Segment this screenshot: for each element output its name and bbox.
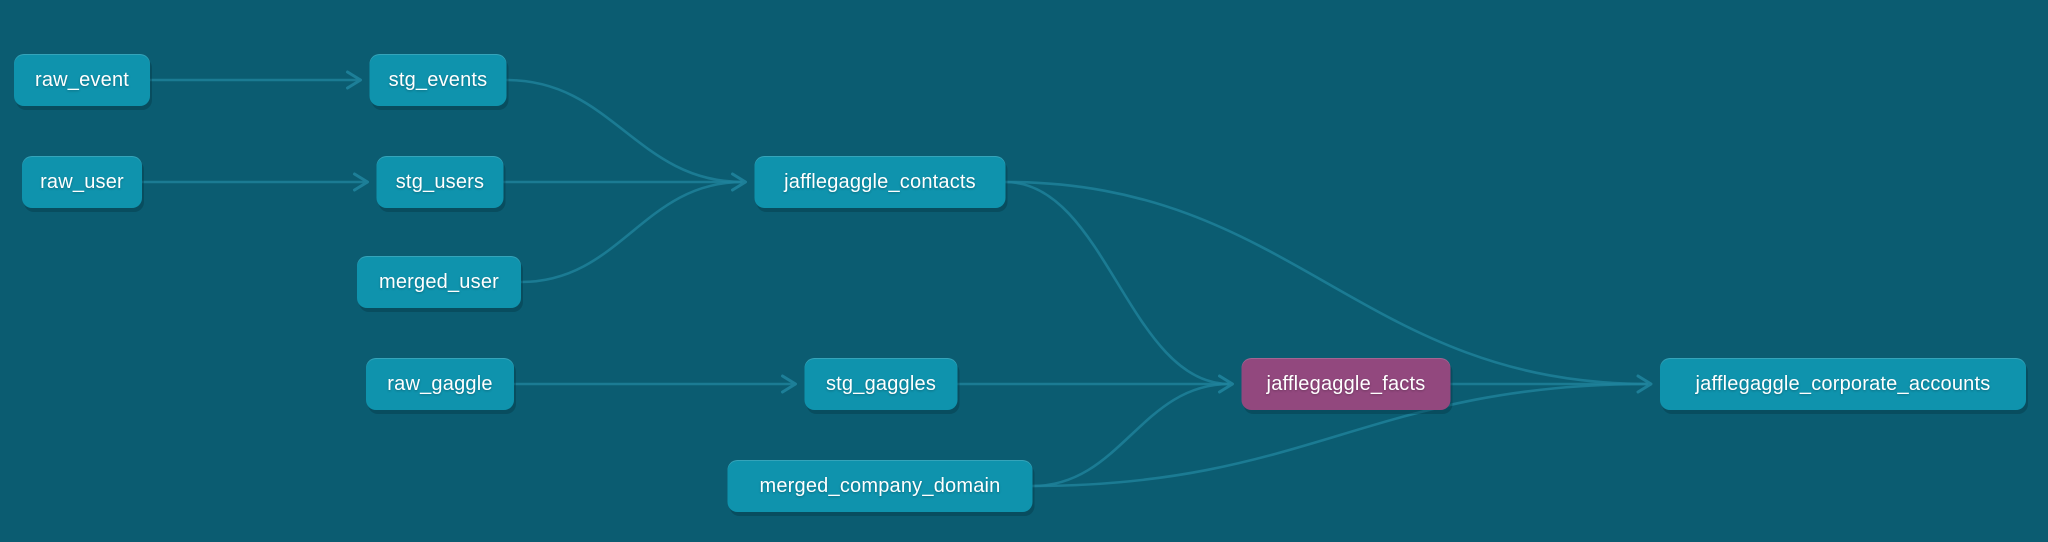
node-label: raw_user: [40, 170, 124, 193]
node-merged_user[interactable]: merged_user: [357, 256, 521, 308]
node-raw_gaggle[interactable]: raw_gaggle: [366, 358, 514, 410]
arrowhead-stg_events: [346, 70, 362, 90]
node-label: raw_gaggle: [387, 372, 493, 395]
node-jafflegaggle_corporate_accounts[interactable]: jafflegaggle_corporate_accounts: [1660, 358, 2026, 410]
node-label: merged_company_domain: [759, 474, 1001, 497]
arrowhead-stg_users: [353, 172, 369, 192]
node-label: jafflegaggle_contacts: [784, 170, 976, 193]
node-jafflegaggle_facts[interactable]: jafflegaggle_facts: [1241, 358, 1451, 410]
node-label: raw_event: [34, 68, 130, 91]
node-stg_gaggles[interactable]: stg_gaggles: [804, 358, 958, 410]
node-raw_user[interactable]: raw_user: [22, 156, 142, 208]
edge-merged_company_domain-to-jafflegaggle_facts: [1032, 382, 1230, 488]
node-jafflegaggle_contacts[interactable]: jafflegaggle_contacts: [754, 156, 1006, 208]
node-label: jafflegaggle_corporate_accounts: [1695, 372, 1991, 395]
node-label: stg_gaggles: [825, 372, 937, 395]
arrowhead-jafflegaggle_facts: [1218, 374, 1234, 394]
node-stg_events[interactable]: stg_events: [369, 54, 507, 106]
edge-stg_events-to-jafflegaggle_contacts: [506, 78, 743, 184]
arrowhead-jafflegaggle_corporate_accounts: [1636, 374, 1653, 394]
edge-merged_user-to-jafflegaggle_contacts: [520, 180, 743, 284]
node-raw_event[interactable]: raw_event: [14, 54, 150, 106]
edge-jafflegaggle_contacts-to-jafflegaggle_corporate_accounts: [1005, 180, 1649, 386]
node-label: merged_user: [378, 270, 500, 293]
node-label: stg_users: [395, 170, 485, 193]
arrowhead-jafflegaggle_contacts: [731, 172, 747, 192]
arrowhead-stg_gaggles: [781, 374, 797, 394]
node-label: jafflegaggle_facts: [1266, 372, 1426, 395]
edge-jafflegaggle_contacts-to-jafflegaggle_facts: [1005, 180, 1230, 386]
node-merged_company_domain[interactable]: merged_company_domain: [727, 460, 1033, 512]
node-label: stg_events: [388, 68, 488, 91]
node-stg_users[interactable]: stg_users: [376, 156, 504, 208]
